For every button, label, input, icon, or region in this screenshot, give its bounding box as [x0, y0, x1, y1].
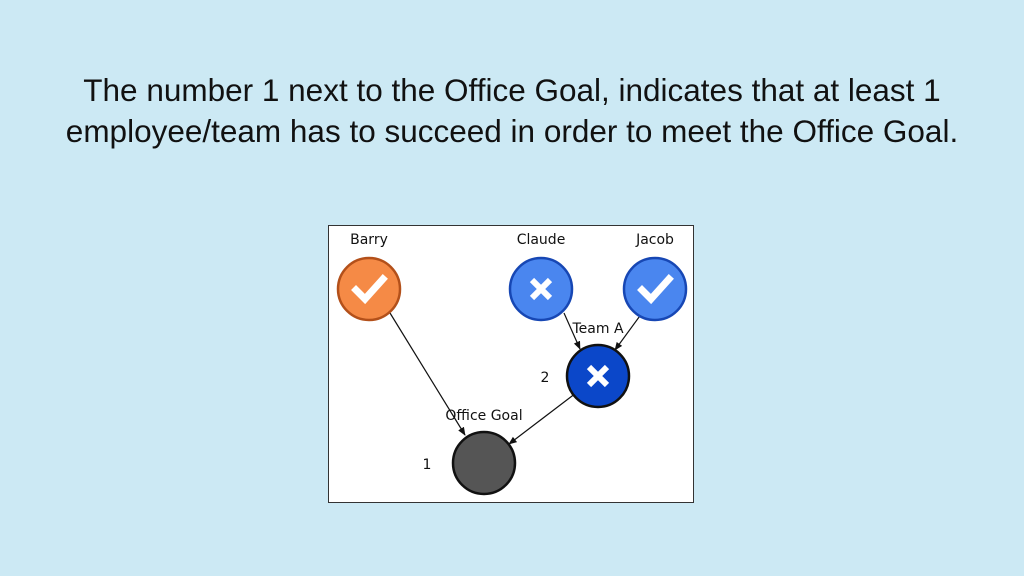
barry-label: Barry — [350, 232, 388, 248]
edge-barry-office-goal — [389, 312, 466, 436]
edge-jacob-team-a — [614, 312, 643, 351]
office-goal-threshold: 1 — [423, 457, 432, 473]
claude-label: Claude — [517, 232, 566, 248]
cross-icon — [529, 277, 553, 301]
team-a-label: Team A — [571, 321, 623, 337]
office-goal-label: Office Goal — [445, 408, 522, 424]
headline: The number 1 next to the Office Goal, in… — [65, 72, 959, 149]
team-a-threshold: 2 — [541, 370, 550, 386]
diagram-canvas: Barry Claude Jacob Team A 2 Office Goal … — [336, 232, 688, 496]
jacob-label: Jacob — [635, 232, 674, 248]
checkmark-icon — [637, 274, 674, 305]
cross-icon — [586, 364, 610, 388]
barry-node — [336, 256, 402, 322]
jacob-node — [622, 256, 688, 322]
checkmark-icon — [351, 274, 388, 305]
edge-team-a-office-goal — [508, 392, 577, 445]
edge-claude-team-a — [563, 312, 581, 350]
office-goal-node — [451, 430, 517, 496]
goal-diagram: Barry Claude Jacob Team A 2 Office Goal … — [328, 225, 694, 503]
